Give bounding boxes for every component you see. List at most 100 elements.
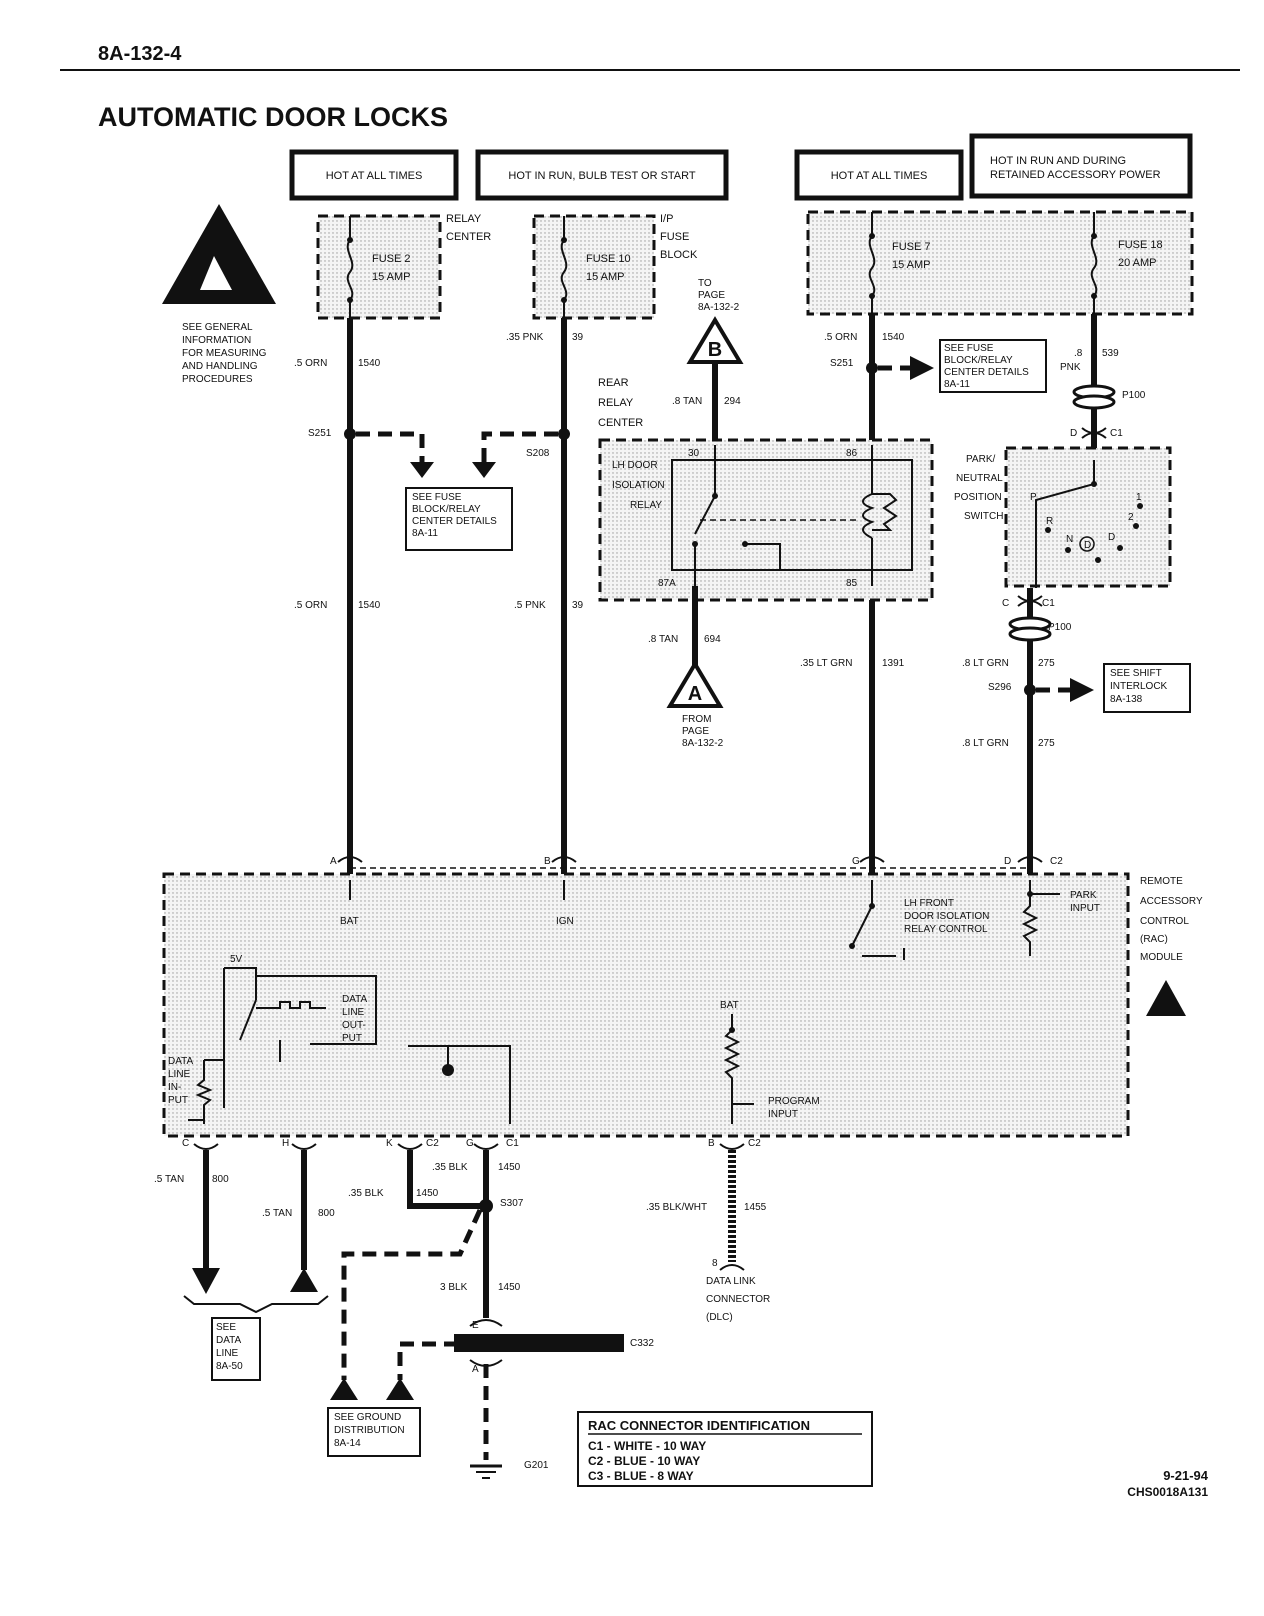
blk3-circuit: 1450 [498,1282,521,1293]
dl-4: 8A-50 [216,1361,243,1372]
c332-label: C332 [630,1338,654,1349]
p100a-label: P100 [1122,390,1146,401]
ground-arrow-2 [386,1378,414,1400]
pin-h-bottom: H [282,1138,289,1149]
w2-circuit: 39 [572,332,584,343]
connector-c332 [454,1334,624,1352]
rac-5v: 5V [230,954,243,965]
blk1-circuit: 1450 [416,1188,439,1199]
fd2-3: CENTER DETAILS [944,367,1029,378]
esd-note-3: FOR MEASURING [182,348,267,359]
data-in-4: PUT [168,1095,188,1106]
connector-p100-top [1072,384,1116,410]
fd2-4: 8A-11 [944,379,970,390]
esd-note-2: INFORMATION [182,335,251,346]
dl-3: LINE [216,1348,239,1359]
tan294-gauge: .8 TAN [672,396,702,407]
pnp-pos-1: 1 [1136,492,1142,503]
blk2-circuit: 1450 [498,1162,521,1173]
rac-id-title: RAC CONNECTOR IDENTIFICATION [588,1418,810,1433]
pnp-pos-p: P [1030,492,1037,503]
to-page-3: 8A-132-2 [698,302,740,313]
pin-k-bottom: K [386,1138,393,1149]
fuse-2: FUSE 2 15 AMP [346,216,411,318]
fd2-1: SEE FUSE [944,343,994,354]
relay-name-1: LH DOOR [612,460,658,471]
fd1-4: 8A-11 [412,528,438,539]
footer-date: 9-21-94 [1163,1468,1209,1483]
dl-2: DATA [216,1335,242,1346]
s296-label: S296 [988,682,1012,693]
from-page-2: PAGE [682,726,709,737]
esd-warning-icon [162,204,276,304]
pin-c2-bottom: C2 [426,1138,439,1149]
pin-b-bottom: B [708,1138,715,1149]
c800a-gauge: .5 TAN [154,1174,184,1185]
hot-box-4: HOT IN RUN AND DURING RETAINED ACCESSORY… [969,133,1193,199]
gd-1: SEE GROUND [334,1412,401,1423]
w2b-circuit: 39 [572,600,584,611]
pin-c-bottom: C [182,1138,189,1149]
esd-warning-small-icon [1146,980,1186,1016]
lh-front-1: LH FRONT [904,898,954,909]
b-label: B [708,339,722,361]
pnp-3: POSITION [954,492,1002,503]
w4-gauge: .8 [1074,348,1083,359]
fd1-2: BLOCK/RELAY [412,504,481,515]
fuse-detail-note-2: SEE FUSE BLOCK/RELAY CENTER DETAILS 8A-1… [939,339,1047,393]
w3-gauge: .5 ORN [824,332,857,343]
s251b-label: S251 [830,358,854,369]
fuse-7: FUSE 7 15 AMP [868,212,931,314]
pin-d-top: D [1004,856,1011,867]
si-2: INTERLOCK [1110,681,1168,692]
rac-id-row-1: C1 - WHITE - 10 WAY [588,1439,706,1453]
arrow-down-2 [472,462,496,478]
w4-color: PNK [1060,362,1081,373]
pnp-4: SWITCH [964,511,1003,522]
g201-label: G201 [524,1460,549,1471]
dlc-3: (DLC) [706,1312,733,1323]
blk2-gauge: .35 BLK [432,1162,468,1173]
da-label: D [1070,428,1077,439]
splice-s251-a [344,428,356,440]
dlc-2: CONNECTOR [706,1294,770,1305]
hot-label-3: HOT AT ALL TIMES [831,170,928,182]
hot-label-4a: HOT IN RUN AND DURING [990,155,1126,167]
relay-center-label-2: CENTER [446,231,491,243]
data-out-3: OUT- [342,1020,366,1031]
arrow-down-800 [192,1268,220,1294]
from-page-3: 8A-132-2 [682,738,724,749]
pin-g-top: G [852,856,860,867]
ground-dist-note: SEE GROUND DISTRIBUTION 8A-14 [327,1407,421,1457]
fuse-2-name: FUSE 2 [372,253,411,265]
w2-gauge: .35 PNK [506,332,544,343]
s307-label: S307 [500,1198,524,1209]
tan294-circuit: 294 [724,396,741,407]
pin-g-bottom: G [466,1138,474,1149]
rac-module [162,872,1130,1138]
hot-label-4b: RETAINED ACCESSORY POWER [990,169,1161,181]
w4c-gauge: .8 LT GRN [962,738,1009,749]
pin-b-top: B [544,856,551,867]
ip-label-3: BLOCK [660,249,698,261]
lh-front-2: DOOR ISOLATION [904,911,989,922]
rac-label-1: REMOTE [1140,876,1183,887]
si-3: 8A-138 [1110,694,1143,705]
c800a-circuit: 800 [212,1174,229,1185]
w1-circuit: 1540 [358,358,381,369]
pnp-2: NEUTRAL [956,473,1003,484]
from-page-1: FROM [682,714,711,725]
footer-code: CHS0018A131 [1127,1485,1208,1499]
rac-id-row-2: C2 - BLUE - 10 WAY [588,1454,700,1468]
esd-note-1: SEE GENERAL [182,322,253,333]
relay-name-3: RELAY [630,500,662,511]
pin-30: 30 [688,448,700,459]
rac-ign: IGN [556,916,574,927]
data-out-4: PUT [342,1033,362,1044]
c332-a: A [472,1364,479,1375]
tan694-gauge: .8 TAN [648,634,678,645]
data-in-3: IN- [168,1082,181,1093]
c800b-gauge: .5 TAN [262,1208,292,1219]
park-input-1: PARK [1070,890,1097,901]
